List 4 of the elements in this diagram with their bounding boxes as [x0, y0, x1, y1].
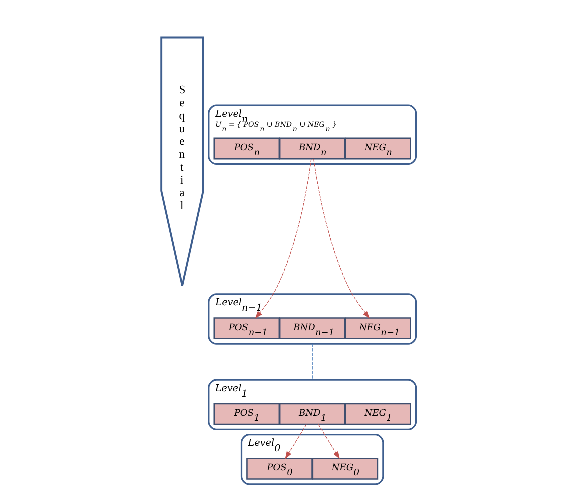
arrow — [313, 158, 370, 319]
arrow — [318, 424, 340, 460]
arrow — [284, 424, 306, 460]
arrow — [254, 158, 312, 319]
